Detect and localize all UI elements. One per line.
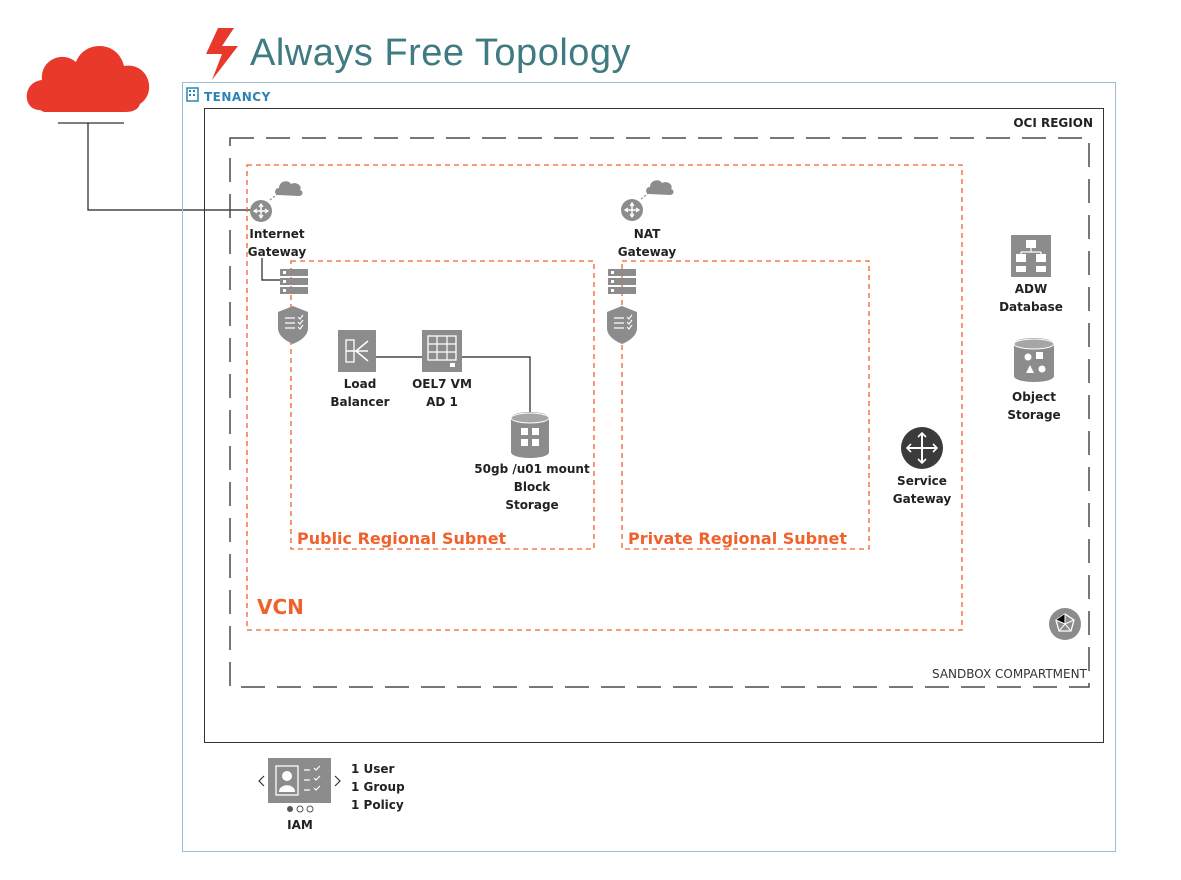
route-table-icon	[280, 269, 308, 294]
public-subnet-label: Public Regional Subnet	[297, 529, 507, 548]
page-title: Always Free Topology	[250, 32, 632, 74]
public-subnet-box	[290, 260, 595, 550]
region-box	[204, 108, 1104, 743]
security-list-icon	[607, 306, 637, 344]
iam-item: 1 Group	[351, 780, 405, 794]
nat-gateway-icon	[621, 180, 674, 221]
compartment-box	[229, 137, 1090, 688]
iam-item: 1 Policy	[351, 798, 404, 812]
vcn-box	[246, 164, 963, 631]
vcn-label: VCN	[257, 595, 304, 619]
iam-icon	[258, 758, 341, 813]
internet-gateway-icon	[250, 181, 303, 222]
tenancy-box	[182, 82, 1116, 852]
security-list-icon	[278, 306, 308, 344]
compartment-icon	[1049, 608, 1081, 640]
region-label: OCI REGION	[1013, 116, 1093, 130]
private-subnet-label: Private Regional Subnet	[628, 529, 847, 548]
route-table-icon	[608, 269, 636, 294]
service-gateway-icon	[901, 427, 943, 469]
load-balancer-icon	[338, 330, 376, 372]
adw-database-icon	[1011, 235, 1051, 277]
object-storage-icon	[1013, 338, 1055, 382]
block-storage-icon	[510, 412, 550, 458]
internet-connection-line	[87, 123, 250, 211]
tenancy-label: TENANCY	[204, 90, 271, 104]
compartment-label: SANDBOX COMPARTMENT	[932, 667, 1087, 681]
building-icon	[186, 87, 199, 102]
lightning-icon	[206, 28, 238, 80]
iam-items: 1 User 1 Group 1 Policy	[351, 760, 405, 814]
iam-item: 1 User	[351, 762, 395, 776]
iam-label: IAM	[287, 818, 313, 832]
internet-cloud-icon	[26, 45, 150, 124]
private-subnet-box	[621, 260, 870, 550]
vm-icon	[422, 330, 462, 372]
